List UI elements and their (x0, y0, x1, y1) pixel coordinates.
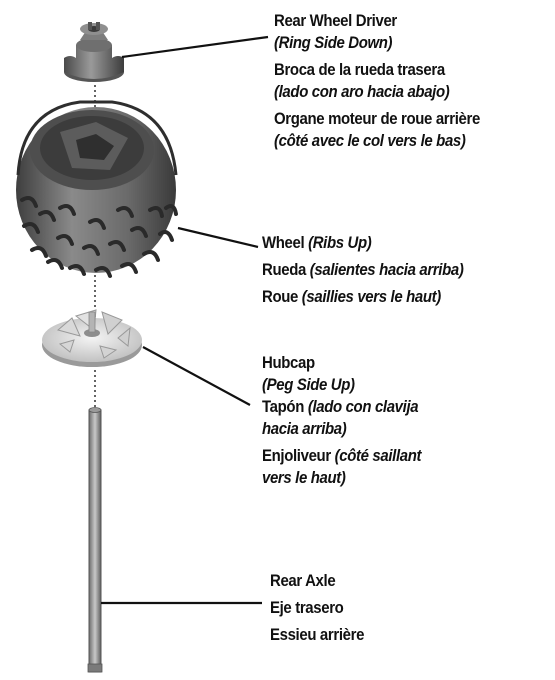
wheel-label-en-row: Wheel (Ribs Up) (262, 232, 463, 254)
wheel-note-es: (salientes hacia arriba) (310, 260, 464, 279)
rear-axle-part (88, 408, 102, 673)
rear-wheel-driver-part (64, 22, 124, 82)
axle-label-en: Rear Axle (270, 570, 364, 592)
driver-leader-line (122, 37, 268, 57)
axle-label-es: Eje trasero (270, 597, 364, 619)
hubcap-leader-line (143, 347, 250, 405)
wheel-label-en: Wheel (262, 233, 304, 252)
hubcap-note-en: (Peg Side Up) (262, 374, 421, 396)
wheel-label-es: Rueda (262, 260, 306, 279)
hubcap-note-es-a: (lado con clavija (308, 397, 418, 416)
wheel-label-es-row: Rueda (salientes hacia arriba) (262, 259, 463, 281)
hubcap-note-es-b: hacia arriba) (262, 418, 421, 440)
hubcap-part (42, 310, 142, 367)
axle-label-fr: Essieu arrière (270, 624, 364, 646)
hubcap-label-block: Hubcap (Peg Side Up) Tapón (lado con cla… (262, 352, 421, 489)
wheel-leader-line (178, 228, 258, 247)
wheel-label-fr-row: Roue (saillies vers le haut) (262, 286, 463, 308)
hubcap-note-fr-b: vers le haut) (262, 467, 421, 489)
hubcap-note-fr-a: (côté saillant (335, 446, 422, 465)
hubcap-label-es-row: Tapón (lado con clavija (262, 396, 421, 418)
hubcap-label-es: Tapón (262, 397, 304, 416)
wheel-note-fr: (saillies vers le haut) (302, 287, 441, 306)
wheel-label-block: Wheel (Ribs Up) Rueda (salientes hacia a… (262, 232, 463, 308)
driver-label-fr: Organe moteur de roue arrière (274, 108, 480, 130)
axle-label-block: Rear Axle Eje trasero Essieu arrière (270, 570, 364, 646)
driver-note-en: (Ring Side Down) (274, 32, 480, 54)
driver-label-block: Rear Wheel Driver (Ring Side Down) Broca… (274, 10, 480, 152)
wheel-part (16, 102, 176, 276)
driver-note-es: (lado con aro hacia abajo) (274, 81, 480, 103)
wheel-note-en: (Ribs Up) (308, 233, 371, 252)
hubcap-label-fr: Enjoliveur (262, 446, 331, 465)
driver-note-fr: (côté avec le col vers le bas) (274, 130, 480, 152)
driver-label-en: Rear Wheel Driver (274, 10, 480, 32)
hubcap-label-en: Hubcap (262, 352, 421, 374)
driver-label-es: Broca de la rueda trasera (274, 59, 480, 81)
hubcap-label-fr-row: Enjoliveur (côté saillant (262, 445, 421, 467)
wheel-label-fr: Roue (262, 287, 298, 306)
